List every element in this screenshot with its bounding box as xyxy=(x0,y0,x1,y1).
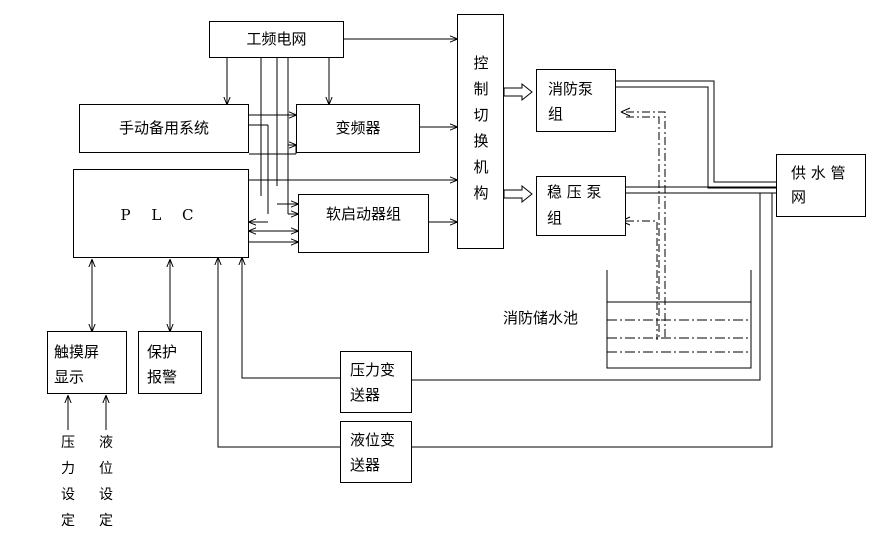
protection-line1: 保护 xyxy=(147,343,178,361)
inverter-box: 变频器 xyxy=(296,104,420,153)
supply-network-box: 供 水 管 网 xyxy=(776,154,866,217)
manual-backup-label: 手动备用系统 xyxy=(118,119,209,137)
pressure-setting-label: 压力设定 xyxy=(61,435,75,529)
grid-power-label: 工频电网 xyxy=(246,30,307,48)
plc-box: P L C xyxy=(73,169,249,258)
level-tx-line1: 液位变 xyxy=(350,431,396,449)
grid-power-box: 工频电网 xyxy=(209,21,344,58)
manual-backup-box: 手动备用系统 xyxy=(79,104,249,153)
fire-pump-box: 消防泵 组 xyxy=(536,69,616,132)
control-switch-label: 控制切换机构 xyxy=(473,54,489,202)
stab-pump-line1: 稳 压 泵 xyxy=(547,183,602,201)
stab-pump-box: 稳 压 泵 组 xyxy=(536,176,626,236)
fire-pump-line2: 组 xyxy=(548,105,564,123)
control-switch-box: 控制切换机构 xyxy=(457,14,504,249)
pressure-tx-line2: 送器 xyxy=(350,386,381,404)
inverter-label: 变频器 xyxy=(335,119,381,137)
protection-line2: 报警 xyxy=(147,368,178,386)
touch-screen-box: 触摸屏 显示 xyxy=(47,331,127,394)
fire-pump-line1: 消防泵 xyxy=(548,80,594,98)
soft-starter-box: 软启动器组 xyxy=(298,194,429,253)
touch-screen-line1: 触摸屏 xyxy=(54,343,100,361)
fire-reservoir-label: 消防储水池 xyxy=(503,309,579,327)
supply-network-line2: 网 xyxy=(791,188,807,206)
plc-label: P L C xyxy=(120,206,202,224)
stab-pump-line2: 组 xyxy=(547,209,563,227)
level-transmitter-box: 液位变 送器 xyxy=(340,421,412,483)
soft-starter-label: 软启动器组 xyxy=(325,205,401,223)
protection-alarm-box: 保护 报警 xyxy=(138,331,202,394)
level-tx-line2: 送器 xyxy=(350,456,381,474)
level-setting-label: 液位设定 xyxy=(99,435,113,529)
supply-network-line1: 供 水 管 xyxy=(791,164,846,182)
touch-screen-line2: 显示 xyxy=(54,368,85,386)
pressure-transmitter-box: 压力变 送器 xyxy=(340,351,412,413)
pressure-tx-line1: 压力变 xyxy=(350,361,396,379)
